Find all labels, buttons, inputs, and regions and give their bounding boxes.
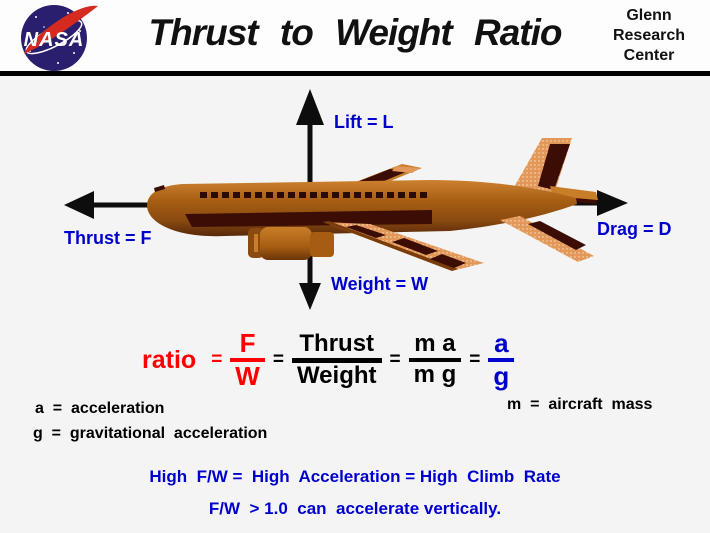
header: NASA Thrust to Weight Ratio Glenn Resear…: [0, 0, 710, 71]
footer-note-high-fw: High F/W = High Acceleration = High Clim…: [149, 467, 561, 486]
definition-aircraft-mass: m = aircraft mass: [507, 396, 653, 413]
definition-gravitational-acceleration: g = gravitational acceleration: [33, 425, 268, 442]
ratio-equation: ratio = F W = Thrust Weight = m a m g = …: [142, 322, 515, 398]
fraction-denominator: m g: [413, 361, 457, 388]
org-line: Center: [623, 47, 675, 64]
page-title: Thrust to Weight Ratio: [148, 12, 563, 53]
fraction-a-over-g: a g: [488, 328, 515, 391]
lift-arrow: [296, 89, 324, 190]
fraction-denominator: g: [493, 361, 510, 391]
drag-arrow: [535, 190, 628, 216]
org-line: Glenn: [626, 7, 672, 24]
equals-sign: =: [469, 349, 481, 370]
fraction-numerator: F: [230, 328, 265, 362]
airplane-illustration: [147, 138, 598, 271]
header-divider: [0, 71, 710, 76]
fraction-numerator: Thrust: [291, 330, 382, 363]
equals-sign: =: [389, 349, 401, 370]
thrust-arrow: [64, 191, 250, 219]
fraction-denominator: W: [235, 361, 260, 391]
org-name: Glenn Research Center: [593, 6, 705, 66]
fraction-numerator: m a: [408, 330, 462, 362]
drag-label: Drag = D: [597, 219, 672, 239]
weight-label: Weight = W: [331, 274, 429, 294]
footer-note-vertical: F/W > 1.0 can accelerate vertically.: [208, 499, 502, 518]
definition-acceleration: a = acceleration: [35, 400, 165, 417]
fraction-numerator: a: [488, 328, 515, 362]
fraction-ma-over-mg: m a m g: [408, 330, 462, 389]
equals-sign: =: [211, 349, 223, 370]
fraction-thrust-over-weight: Thrust Weight: [291, 330, 382, 390]
lift-label: Lift = L: [334, 112, 394, 132]
fraction-f-over-w: F W: [230, 328, 265, 391]
thrust-label: Thrust = F: [64, 228, 152, 248]
nasa-logo-text: NASA: [24, 29, 85, 51]
fraction-denominator: Weight: [296, 361, 377, 389]
nasa-logo-icon: NASA: [21, 5, 98, 71]
ratio-word: ratio: [142, 345, 197, 374]
equals-sign: =: [272, 349, 284, 370]
org-line: Research: [612, 27, 686, 44]
weight-arrow: [299, 248, 321, 310]
